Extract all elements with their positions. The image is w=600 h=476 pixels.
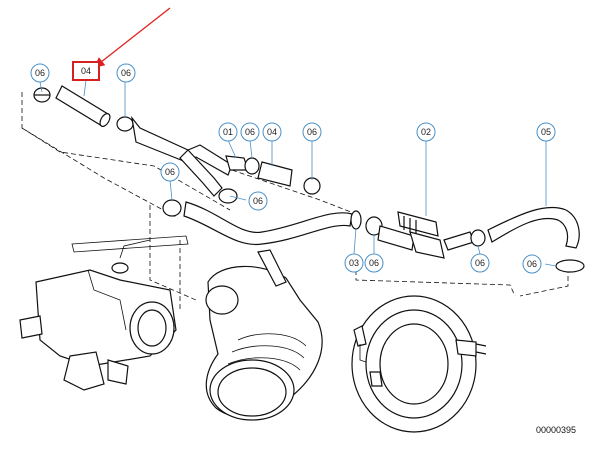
callout-06-right[interactable]: 06 xyxy=(302,122,322,142)
callout-03[interactable]: 03 xyxy=(344,253,364,273)
callout-label: 06 xyxy=(369,258,379,268)
callout-label: 05 xyxy=(541,127,551,137)
callout-06-center[interactable]: 06 xyxy=(248,191,268,211)
upper-hose-assembly xyxy=(33,85,321,204)
valve-assembly xyxy=(377,211,486,259)
callout-06-left[interactable]: 06 xyxy=(30,63,50,83)
brake-booster xyxy=(351,295,487,433)
callout-01[interactable]: 01 xyxy=(218,122,238,142)
callout-05[interactable]: 05 xyxy=(536,122,556,142)
callout-label: 06 xyxy=(475,258,485,268)
callout-06-valve[interactable]: 06 xyxy=(470,253,490,273)
callout-02[interactable]: 02 xyxy=(416,122,436,142)
pointer-arrow xyxy=(93,7,171,68)
callout-label: 06 xyxy=(245,127,255,137)
callout-06-lower[interactable]: 06 xyxy=(364,253,384,273)
callout-06-lower-left[interactable]: 06 xyxy=(160,162,180,182)
callout-06-mid[interactable]: 06 xyxy=(240,122,260,142)
callout-label: 06 xyxy=(165,167,175,177)
callout-label: 06 xyxy=(253,196,263,206)
curved-hose xyxy=(487,206,585,273)
reference-number: 00000395 xyxy=(536,425,577,435)
callout-04[interactable]: 04 xyxy=(262,122,282,142)
highlighted-part-box[interactable]: 04 xyxy=(72,61,100,81)
highlighted-part-label: 04 xyxy=(81,66,91,76)
callout-label: 04 xyxy=(267,127,277,137)
callout-label: 06 xyxy=(527,259,537,269)
callout-06-far-right[interactable]: 06 xyxy=(522,254,542,274)
long-hose xyxy=(162,199,383,246)
callout-label: 01 xyxy=(223,127,233,137)
callout-06-top[interactable]: 06 xyxy=(116,63,136,83)
callout-label: 03 xyxy=(349,258,359,268)
callout-label: 06 xyxy=(307,127,317,137)
leader-lines xyxy=(39,79,557,267)
throttle-body xyxy=(19,235,189,391)
callout-label: 06 xyxy=(121,68,131,78)
callout-label: 06 xyxy=(35,68,45,78)
intake-boot xyxy=(205,249,323,421)
callout-label: 02 xyxy=(421,127,431,137)
